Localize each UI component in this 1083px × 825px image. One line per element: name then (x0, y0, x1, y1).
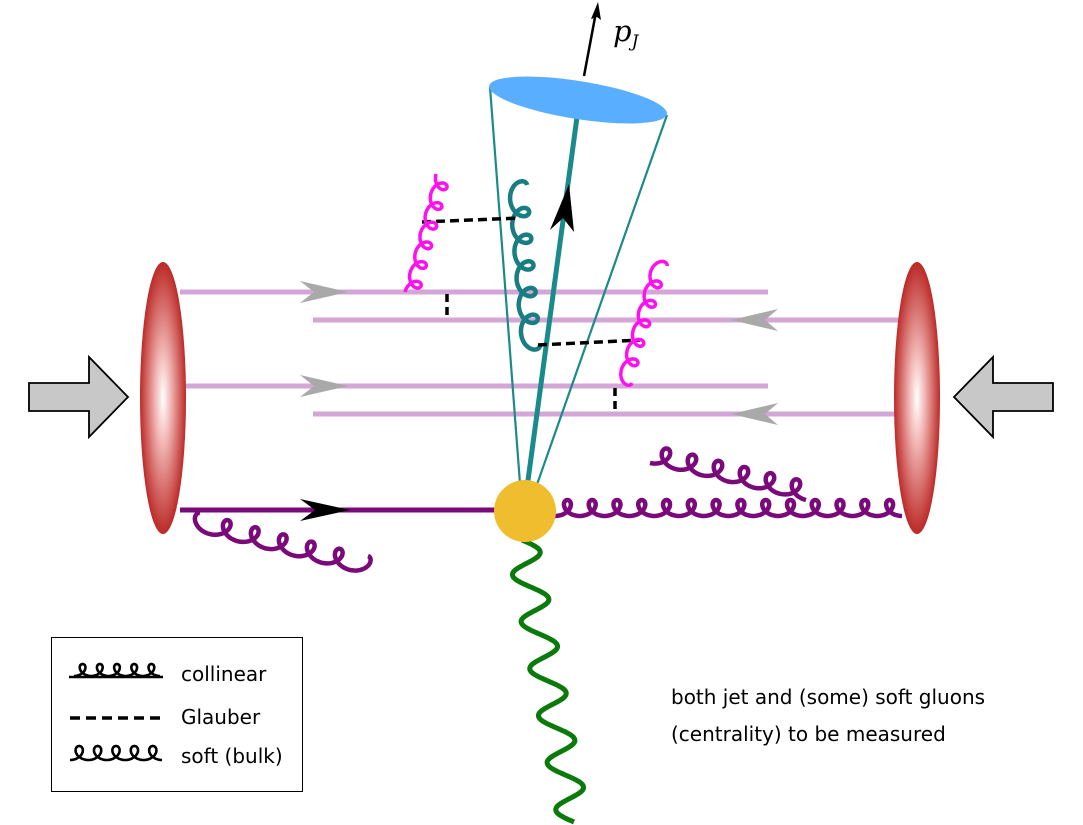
jet-disk (489, 76, 667, 124)
soft-gluon-coil-lower (554, 497, 903, 519)
spectator-partons (180, 289, 900, 417)
arrowhead-lower-right (731, 403, 778, 425)
legend-row-collinear: collinear (52, 659, 302, 689)
note-line-1: both jet and (some) soft gluons (671, 685, 986, 709)
note-line-2: (centrality) to be measured (671, 722, 946, 746)
left-beam-arrow (28, 354, 130, 440)
jet-gluon-coil (507, 179, 543, 352)
magenta-gluon-left (403, 173, 449, 293)
soft-gluon-icon (69, 744, 163, 762)
momentum-arrow (582, 11, 598, 77)
legend: collinear Glauber soft (bulk) (51, 637, 303, 792)
arrowhead-lower-left (300, 375, 348, 397)
jet-momentum-label: pJ (613, 14, 639, 52)
magenta-gluon-right (619, 259, 669, 387)
hard-parton-arrowhead (300, 499, 350, 521)
arrowhead-upper-left (300, 281, 348, 303)
collinear-gluon-coil (192, 510, 373, 573)
jet-axis (521, 116, 580, 511)
momentum-arrowhead (591, 2, 601, 20)
right-proton (894, 262, 940, 534)
legend-label-glauber: Glauber (181, 705, 261, 729)
legend-row-glauber: Glauber (52, 702, 302, 732)
hard-vertex (494, 480, 556, 542)
left-proton (140, 262, 186, 534)
jet-arrowhead (550, 184, 574, 232)
glauber-line-mid (537, 338, 641, 347)
photon-line (510, 537, 586, 825)
jet-cone (488, 86, 669, 511)
dashed-line-icon (70, 716, 162, 720)
glauber-line-top (421, 216, 521, 224)
arrowhead-upper-right (731, 309, 778, 331)
legend-row-soft: soft (bulk) (52, 741, 302, 771)
legend-label-collinear: collinear (181, 662, 267, 686)
legend-label-soft: soft (bulk) (181, 744, 283, 768)
soft-gluon-coil-upper (649, 446, 807, 503)
right-beam-arrow (952, 354, 1054, 440)
collinear-gluon-icon (69, 662, 163, 679)
